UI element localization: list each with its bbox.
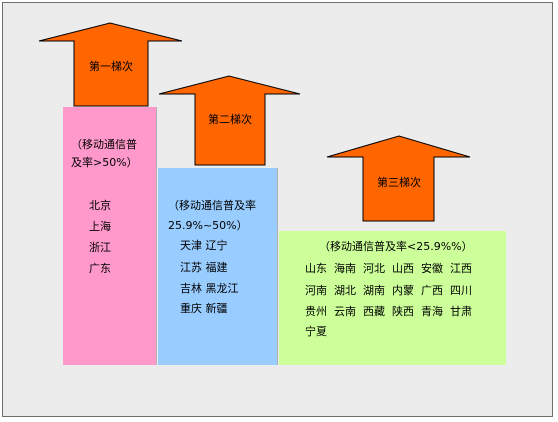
tier2-box: （移动通信普及率 25.9%~50%） 天津 辽宁 江苏 福建 吉林 黑龙江 重… [158,168,278,365]
tier2-arrow [158,75,301,166]
tier1-region: 上海 [89,220,111,233]
tier3-arrow [326,135,471,222]
tier2-rate-line2: 25.9%~50%） [168,219,248,232]
tier1-rate-line2: 及率>50%） [71,156,138,169]
tier2-region: 重庆 新疆 [180,302,228,315]
tier1-region: 广东 [89,262,111,275]
tier3-rate-line1: （移动通信普及率<25.9%%） [319,240,473,253]
tier1-rate-line1: （移动通信普 [71,138,137,151]
tier2-region: 天津 辽宁 [180,239,228,252]
tier3-region: 贵州 云南 西藏 陕西 青海 甘肃 [305,305,472,318]
tier3-region: 河南 湖北 湖南 内蒙 广西 四川 [305,284,472,297]
tier1-region: 北京 [89,199,111,212]
tier3-box: （移动通信普及率<25.9%%） 山东 海南 河北 山西 安徽 江西 河南 湖北… [279,231,506,365]
tier1-title: 第一梯次 [89,60,133,73]
tier3-title: 第三梯次 [377,176,421,189]
tier2-title: 第二梯次 [208,113,252,126]
tier2-region: 吉林 黑龙江 [180,282,239,295]
tier2-rate-line1: （移动通信普及率 [168,199,256,212]
tier1-box: （移动通信普 及率>50%） 北京 上海 浙江 广东 [63,107,157,365]
tier1-arrow [38,22,183,107]
tier1-region: 浙江 [89,241,111,254]
tier3-region: 山东 海南 河北 山西 安徽 江西 [305,262,472,275]
tier3-region: 宁夏 [305,325,327,338]
tier2-region: 江苏 福建 [180,261,228,274]
